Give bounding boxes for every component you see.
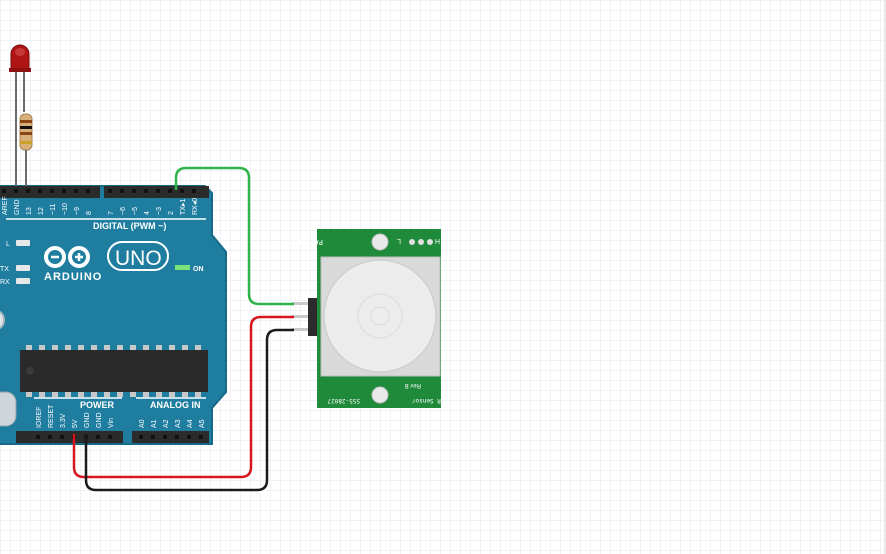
digital-header-label: DIGITAL (PWM ~)	[93, 221, 166, 231]
digital-pin-label: 2	[168, 211, 175, 215]
sensor-revision-text: Rev B	[405, 382, 421, 388]
digital-pin-label: TX▸1	[180, 199, 187, 215]
signal-wire[interactable]	[174, 166, 294, 306]
digital-pin-label: ~6	[120, 207, 127, 215]
digital-pin-label: GND	[14, 199, 21, 215]
resistor[interactable]	[19, 113, 33, 186]
atmega-chip	[20, 345, 208, 397]
bottom-pin-label: GND	[96, 412, 103, 428]
digital-pin-label: ~11	[50, 204, 57, 215]
ground-wire[interactable]	[84, 328, 294, 492]
uno-badge	[107, 241, 169, 271]
bottom-pin-label: A2	[163, 419, 170, 428]
bottom-pin-label: RESET	[48, 404, 55, 428]
sensor-part-number-text: 555-28027	[327, 397, 360, 404]
power-on-led	[175, 265, 190, 270]
digital-pin-label: ~9	[74, 207, 81, 215]
power-analog-header	[16, 431, 209, 443]
arduino-uno-board[interactable]: AREF GND 13 12 ~11 ~10 ~9 8 7 ~6 ~5 4 ~3 2 TX▸1 RX◂0 DI…	[0, 185, 227, 445]
power-wire-5v[interactable]	[72, 315, 294, 479]
digital-pin-label: 13	[26, 207, 33, 215]
led-label-l: L	[6, 241, 10, 248]
pir-sensor-module[interactable]: L H PARALLAX Rev B PIR Sensor 555-28027	[288, 229, 448, 408]
red-led[interactable]	[9, 44, 31, 186]
led-label-tx: TX	[0, 266, 9, 273]
bottom-pin-label: 5V	[72, 419, 79, 428]
canvas-edge	[884, 0, 886, 554]
digital-pin-label: ~10	[62, 203, 69, 215]
board-status-leds: L TX RX ON	[0, 240, 204, 286]
board-brand-text: ARDUINO	[44, 271, 102, 283]
bottom-pin-labels: IOREF RESET 3.3V 5V GND GND Vin A0 A1 A2 A3 A4 A5	[36, 404, 206, 428]
bottom-pin-label: IOREF	[36, 407, 43, 428]
jumper-label-h: H	[435, 237, 440, 244]
digital-pin-label: ~5	[132, 207, 139, 215]
bottom-pin-label: 3.3V	[60, 413, 67, 428]
bottom-pin-label: A5	[199, 419, 206, 428]
bottom-pin-label: A1	[151, 419, 158, 428]
digital-pin-holes	[2, 189, 196, 193]
digital-pin-label: ~3	[156, 207, 163, 215]
digital-pin-label: 8	[86, 211, 93, 215]
digital-pin-label: 7	[108, 211, 115, 215]
digital-pin-label: 12	[38, 207, 45, 215]
power-header-label: POWER	[80, 400, 115, 410]
arduino-logo-icon	[44, 246, 90, 268]
fresnel-lens-dome	[323, 259, 437, 373]
digital-header	[0, 186, 209, 198]
sensor-name-text: PIR Sensor	[411, 397, 448, 404]
sensor-mount-hole-bottom	[371, 386, 389, 404]
bottom-pin-label: A0	[139, 419, 146, 428]
bottom-pin-label: Vin	[108, 418, 115, 428]
mounting-hole	[0, 310, 5, 330]
sensor-mount-hole-top	[371, 233, 389, 251]
sensor-brand-text: PARALLAX	[288, 238, 323, 246]
digital-pin-label: AREF	[2, 196, 9, 215]
analog-header-label: ANALOG IN	[150, 400, 201, 410]
jumper-label-l: L	[397, 237, 401, 244]
bottom-pin-label: GND	[84, 412, 91, 428]
digital-pin-labels: AREF GND 13 12 ~11 ~10 ~9 8 7 ~6 ~5 4 ~3 2 TX▸1 RX◂0	[2, 196, 199, 215]
bottom-pin-holes	[36, 435, 203, 439]
bottom-pin-label: A3	[175, 419, 182, 428]
capacitor-icon	[0, 391, 17, 427]
board-model-text: UNO	[115, 247, 162, 270]
led-label-on: ON	[193, 266, 204, 273]
led-label-rx: RX	[0, 279, 10, 286]
bottom-pin-label: A4	[187, 419, 194, 428]
digital-pin-label: RX◂0	[192, 198, 199, 215]
digital-pin-label: 4	[144, 211, 151, 215]
